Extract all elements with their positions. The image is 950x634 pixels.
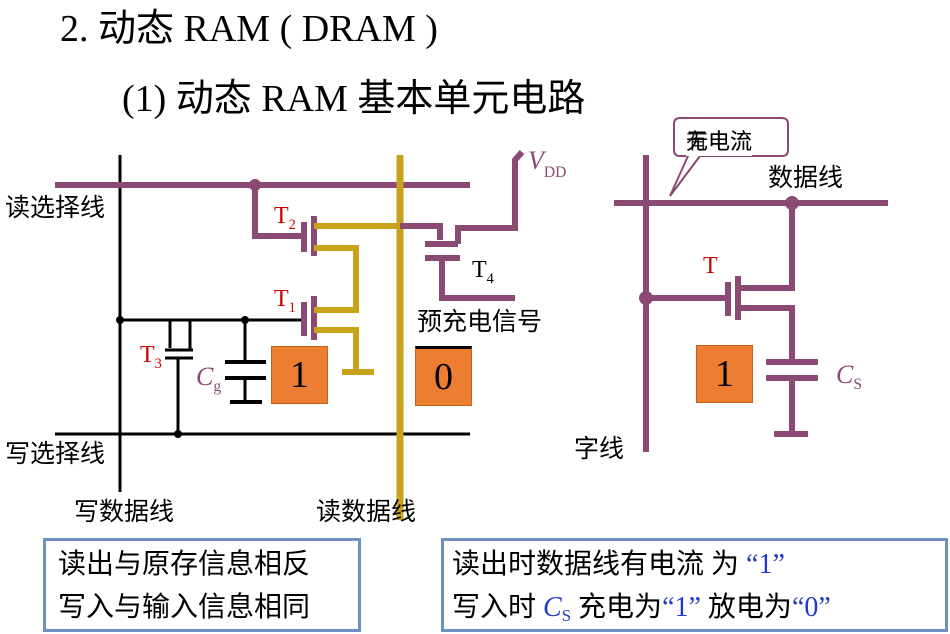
t1-label: T1 <box>274 286 296 316</box>
stored-value-box-left: 1 <box>271 346 328 404</box>
note-right-line2: 写入时 CS 充电为“1” 放电为“0” <box>452 592 831 626</box>
t3-label: T3 <box>140 342 162 372</box>
page-title: 2. 动态 RAM ( DRAM ) <box>60 8 438 50</box>
read-line-value-box: 0 <box>415 346 472 406</box>
cs-label: CS <box>836 360 863 393</box>
notes-left-box: 读出与原存信息相反 写入与输入信息相同 <box>43 538 361 632</box>
t4-label: T4 <box>472 257 494 287</box>
t2-gate-wire <box>252 185 302 239</box>
page-subtitle: (1) 动态 RAM 基本单元电路 <box>122 78 586 120</box>
note-right-line1: 读出时数据线有电流 为 “1” <box>452 549 785 580</box>
notes-right-box: 读出时数据线有电流 为 “1” 写入时 CS 充电为“1” 放电为“0” <box>441 538 948 632</box>
t-label: T <box>703 253 718 279</box>
write-select-line-label: 写选择线 <box>5 441 106 468</box>
t2-label: T2 <box>274 203 296 233</box>
vdd-wire <box>455 150 525 244</box>
data-line-label: 数据线 <box>768 165 844 192</box>
precharge-wire <box>439 258 515 301</box>
vdd-label: VDD <box>528 146 567 181</box>
precharge-signal-label: 预充电信号 <box>417 309 543 336</box>
write-data-line-label: 写数据线 <box>74 499 175 526</box>
read-select-line-label: 读选择线 <box>5 195 106 222</box>
callout-text: 无电流 有电流 <box>686 124 753 156</box>
cg-label: Cg <box>196 362 222 395</box>
note-left-line2: 写入与输入信息相同 <box>58 592 311 624</box>
note-left-line1: 读出与原存信息相反 <box>58 549 311 580</box>
read-data-line-label: 读数据线 <box>316 499 417 526</box>
stored-value-box-right: 1 <box>696 345 753 403</box>
word-line-label: 字线 <box>574 436 625 463</box>
left-dram-cell <box>55 150 525 520</box>
